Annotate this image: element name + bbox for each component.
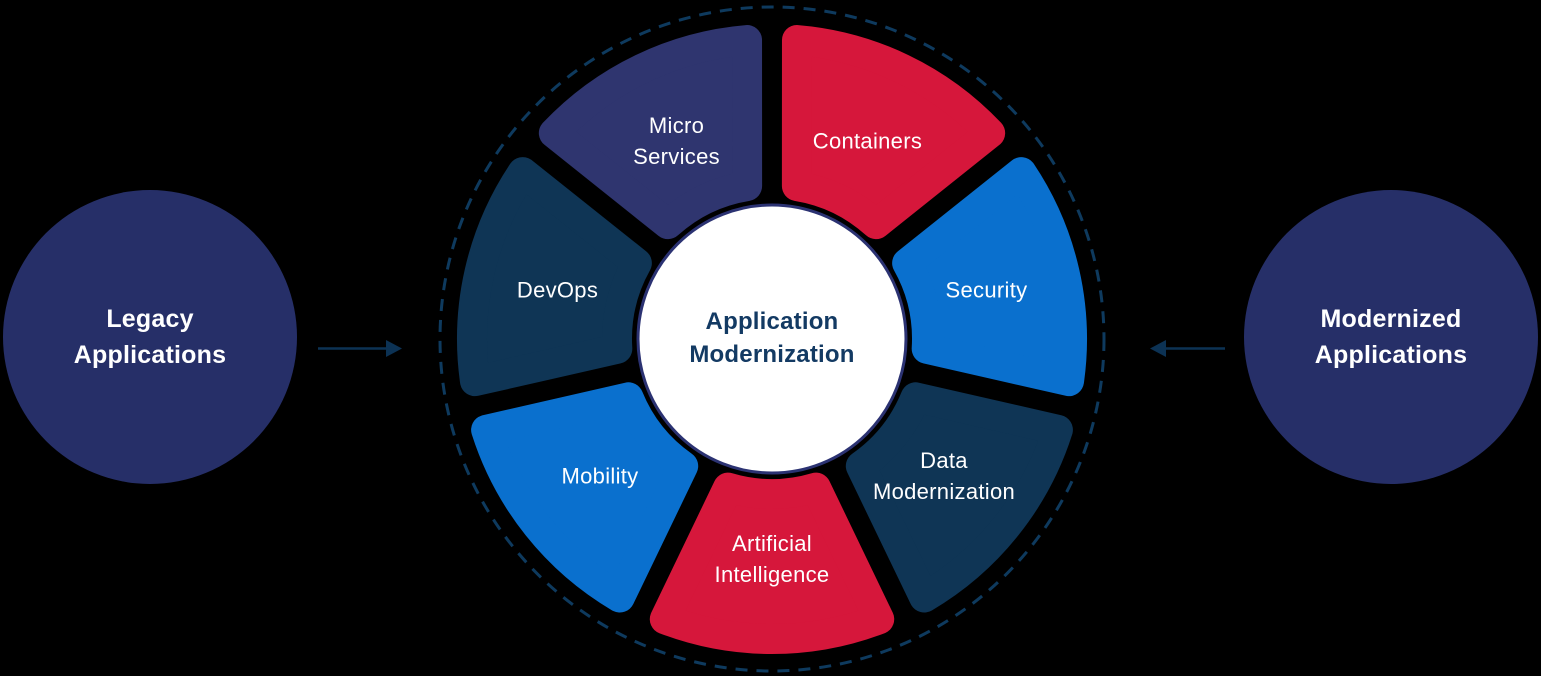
dashed-outer-ring bbox=[438, 5, 1106, 673]
wedge-data-modernization bbox=[845, 382, 1073, 613]
legacy-applications-node: Legacy Applications bbox=[3, 190, 297, 484]
wheel-to-modernized-arrow bbox=[1150, 340, 1225, 357]
wedge-artificial-intelligence bbox=[649, 472, 895, 654]
wedge-security bbox=[892, 157, 1087, 397]
modernized-applications-node: Modernized Applications bbox=[1244, 190, 1538, 484]
legacy-applications-label: Legacy Applications bbox=[73, 305, 227, 369]
modernized-applications-label: Modernized Applications bbox=[1314, 305, 1468, 369]
wedge-mobility bbox=[471, 382, 699, 613]
wedge-containers bbox=[781, 25, 1006, 240]
hub-circle bbox=[636, 203, 908, 475]
hub-label: Application Modernization bbox=[689, 308, 855, 368]
wedge-micro-services bbox=[538, 25, 763, 240]
legacy-to-wheel-arrow bbox=[318, 340, 402, 357]
wedge-devops bbox=[457, 157, 652, 397]
